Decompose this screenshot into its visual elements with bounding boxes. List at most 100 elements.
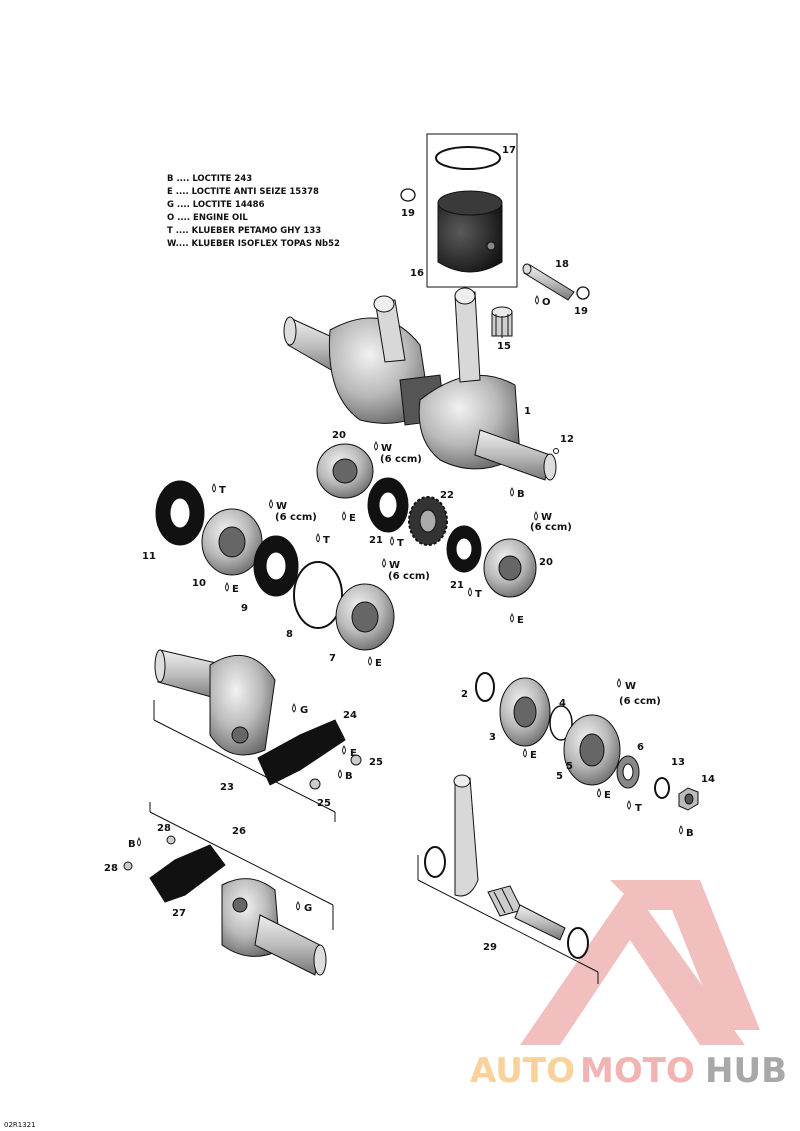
- part-label-28b: 28: [104, 863, 118, 874]
- legend-item-w: W.... KLUEBER ISOFLEX TOPAS Nb52: [167, 239, 340, 249]
- lubricant-legend: B .... LOCTITE 243 E .... LOCTITE ANTI S…: [167, 174, 340, 249]
- lube-mark-qty-10: (6 ccm): [275, 512, 317, 523]
- half-crankshaft-26: [221, 878, 327, 976]
- drop-icon: [679, 825, 683, 835]
- part-label-5: 5: [556, 771, 563, 782]
- piston-pin: [522, 263, 575, 301]
- lube-mark-t-21b: T: [475, 589, 482, 600]
- lube-mark-qty-5: (6 ccm): [619, 696, 661, 707]
- drop-icon: [382, 558, 386, 568]
- legend-item-b: B .... LOCTITE 243: [167, 174, 252, 184]
- part-label-22: 22: [440, 490, 454, 501]
- drop-icon: [212, 483, 216, 493]
- drop-icon: [374, 441, 378, 451]
- drop-icon: [510, 613, 514, 623]
- part-label-10: 10: [192, 578, 206, 589]
- nut-14: [678, 787, 699, 811]
- drop-icon: [225, 582, 229, 592]
- lube-mark-w-20b: W: [541, 512, 552, 523]
- seal-6: [616, 755, 640, 789]
- drop-icon: [137, 837, 141, 847]
- drop-icon: [292, 703, 296, 713]
- part-label-6: 6: [637, 742, 644, 753]
- piston-kit: 17 16: [410, 133, 518, 288]
- drop-icon: [523, 748, 527, 758]
- bearing-20-upper: [316, 443, 374, 499]
- drop-icon: [468, 587, 472, 597]
- lube-mark-e-20b: E: [517, 615, 524, 626]
- lube-mark-e-10: E: [232, 584, 239, 595]
- part-label-8: 8: [286, 629, 293, 640]
- part-label-18: 18: [555, 259, 569, 270]
- drop-icon: [627, 800, 631, 810]
- drop-icon: [390, 536, 394, 546]
- legend-item-o: O .... ENGINE OIL: [167, 213, 248, 223]
- drop-icon: [510, 487, 514, 497]
- seal-9: [253, 535, 299, 597]
- connecting-rod-kit: [424, 774, 589, 959]
- watermark-logo: [520, 880, 760, 1045]
- part-label-26: 26: [232, 826, 246, 837]
- legend-item-g: G .... LOCTITE 14486: [167, 200, 265, 210]
- part-label-20a: 20: [332, 430, 346, 441]
- drop-icon: [534, 511, 538, 521]
- lube-mark-b-1: B: [517, 489, 525, 500]
- lube-mark-t-9: T: [323, 535, 330, 546]
- half-crankshaft-23: [154, 649, 276, 756]
- part-label-27: 27: [172, 908, 186, 919]
- part-label-13: 13: [671, 757, 685, 768]
- circlip-19b: [576, 286, 590, 300]
- part-label-14: 14: [701, 774, 715, 785]
- part-label-19a: 19: [401, 208, 415, 219]
- lube-mark-t-6: T: [635, 803, 642, 814]
- seal-21-upper: [367, 477, 409, 533]
- part-label-21b: 21: [450, 580, 464, 591]
- part-label-15: 15: [497, 341, 511, 352]
- lube-mark-t-21: T: [397, 538, 404, 549]
- ring-2: [475, 672, 495, 702]
- part-label-11: 11: [142, 551, 156, 562]
- part-label-17: 17: [502, 145, 516, 156]
- bearing-5: [563, 714, 621, 786]
- lube-mark-w-10: W: [276, 501, 287, 512]
- part-label-9: 9: [241, 603, 248, 614]
- seal-11: [155, 480, 205, 546]
- drop-icon: [617, 678, 621, 688]
- part-label-7: 7: [329, 653, 336, 664]
- lube-mark-b-14: B: [686, 828, 694, 839]
- crankshaft-assembly: [283, 287, 557, 481]
- part-label-23: 23: [220, 782, 234, 793]
- watermark-text: AUTO MOTO HUB: [470, 1051, 787, 1091]
- counterweight-24: [257, 719, 346, 786]
- drop-icon: [342, 511, 346, 521]
- svg-text:AUTO: AUTO: [470, 1051, 575, 1091]
- part-label-25b: 25: [317, 798, 331, 809]
- gear-22: [408, 496, 448, 546]
- part-label-19b: 19: [574, 306, 588, 317]
- drop-icon: [368, 656, 372, 666]
- lube-mark-w-7: W: [389, 560, 400, 571]
- part-label-5b: 5: [566, 761, 573, 772]
- screw-28a: [166, 835, 176, 845]
- svg-text:MOTO: MOTO: [580, 1051, 695, 1091]
- drop-icon: [342, 745, 346, 755]
- part-label-25a: 25: [369, 757, 383, 768]
- lube-mark-b-25: B: [345, 771, 353, 782]
- bearing-7: [335, 583, 395, 651]
- part-label-3: 3: [489, 732, 496, 743]
- screw-28b: [123, 861, 133, 871]
- part-label-4: 4: [559, 698, 566, 709]
- bearing-3: [499, 677, 551, 747]
- lube-mark-e-25: E: [350, 748, 357, 759]
- washer-13: [654, 777, 670, 799]
- part-label-20b: 20: [539, 557, 553, 568]
- counterweight-27: [149, 844, 226, 903]
- lube-mark-e-5: E: [604, 790, 611, 801]
- screw-25a: [350, 754, 362, 766]
- lube-mark-b-28: B: [128, 839, 136, 850]
- lube-mark-w-5: W: [625, 681, 636, 692]
- seal-21-lower: [446, 525, 482, 573]
- screw-25b: [309, 778, 321, 790]
- lube-mark-e-3: E: [530, 750, 537, 761]
